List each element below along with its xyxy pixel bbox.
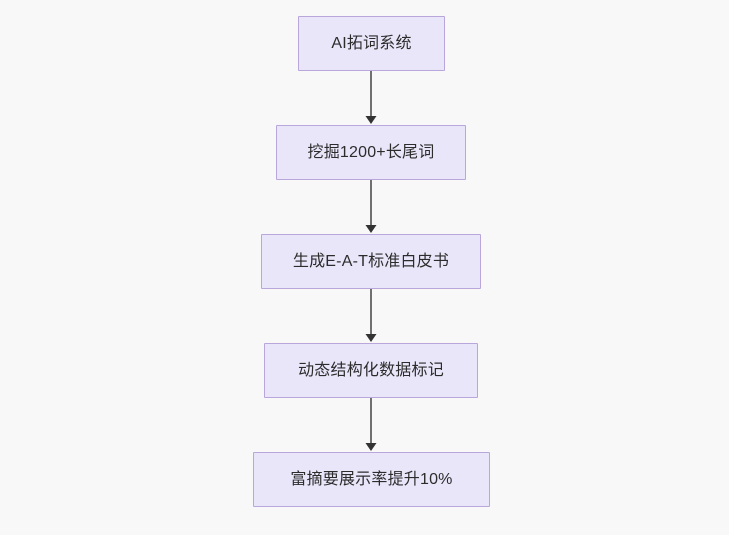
- connector-node4-to-node5: [361, 398, 381, 452]
- connector-node1-to-node2: [361, 71, 381, 125]
- flowchart-node-ai-keyword-system[interactable]: AI拓词系统: [298, 16, 445, 71]
- flowchart-node-generate-eat-whitepaper[interactable]: 生成E-A-T标准白皮书: [261, 234, 481, 289]
- flowchart-node-label: AI拓词系统: [331, 34, 412, 52]
- flowchart-node-label: 挖掘1200+长尾词: [307, 143, 435, 161]
- flowchart-node-dynamic-structured-data-markup[interactable]: 动态结构化数据标记: [264, 343, 478, 398]
- flowchart-node-label: 生成E-A-T标准白皮书: [292, 252, 450, 270]
- flowchart-node-label: 富摘要展示率提升10%: [290, 470, 453, 488]
- connector-node2-to-node3: [361, 180, 381, 234]
- flowchart-node-rich-snippet-impression-uplift[interactable]: 富摘要展示率提升10%: [253, 452, 490, 507]
- connector-node3-to-node4: [361, 289, 381, 343]
- flowchart-node-mine-longtail-keywords[interactable]: 挖掘1200+长尾词: [276, 125, 466, 180]
- flowchart-node-label: 动态结构化数据标记: [298, 361, 444, 379]
